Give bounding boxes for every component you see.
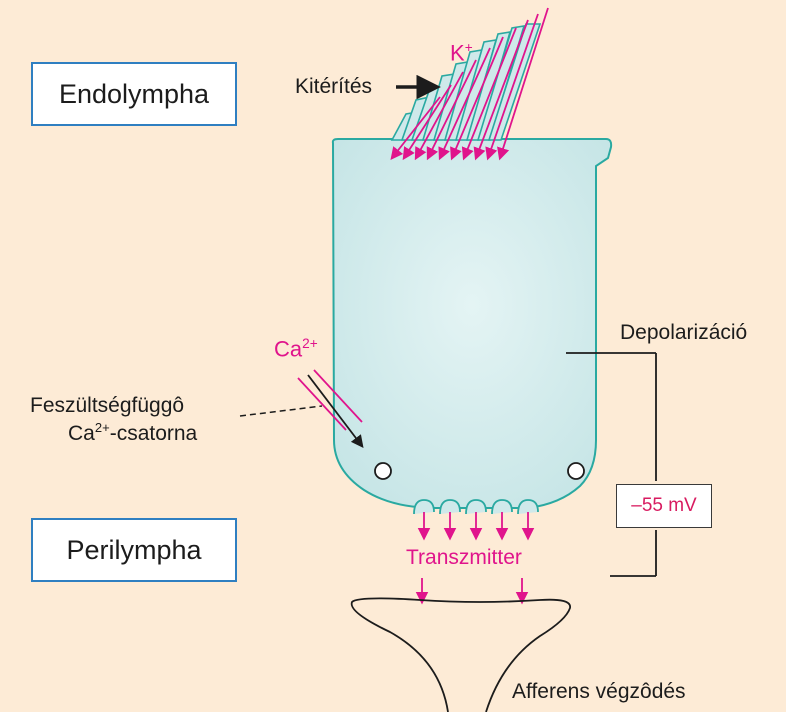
depolarization-bracket bbox=[566, 352, 657, 577]
calcium-influx-arrow bbox=[307, 374, 364, 449]
channel-pointer-line bbox=[239, 405, 323, 417]
depolarization-label: Depolarizáció bbox=[620, 321, 748, 344]
perilympha-label: Perilympha bbox=[31, 518, 237, 582]
channel-label-line2: Ca2+-csatorna bbox=[68, 420, 198, 445]
transmitter-arrows-lower bbox=[415, 578, 529, 605]
voltage-box: –55 mV bbox=[616, 484, 712, 528]
synaptic-release-sites bbox=[413, 499, 539, 515]
vesicle-right bbox=[567, 462, 585, 480]
transmitter-label: Transzmitter bbox=[406, 546, 522, 569]
endolympha-label: Endolympha bbox=[31, 62, 237, 126]
hair-cell-body bbox=[331, 138, 613, 509]
afferent-label: Afferens végzôdés bbox=[512, 680, 686, 703]
calcium-ion-label: Ca2+ bbox=[274, 336, 318, 362]
potassium-ion-label: K+ bbox=[450, 40, 473, 66]
calcium-channel bbox=[297, 369, 364, 449]
afferent-ending bbox=[350, 597, 571, 712]
stereocilia-bundle bbox=[390, 23, 542, 141]
vesicle-left bbox=[374, 462, 392, 480]
k-ion-arrows bbox=[390, 7, 549, 161]
deflection-label: Kitérítés bbox=[295, 75, 373, 98]
channel-label-line1: Feszültségfüggô bbox=[30, 394, 185, 417]
transmitter-arrows-upper bbox=[417, 512, 535, 541]
